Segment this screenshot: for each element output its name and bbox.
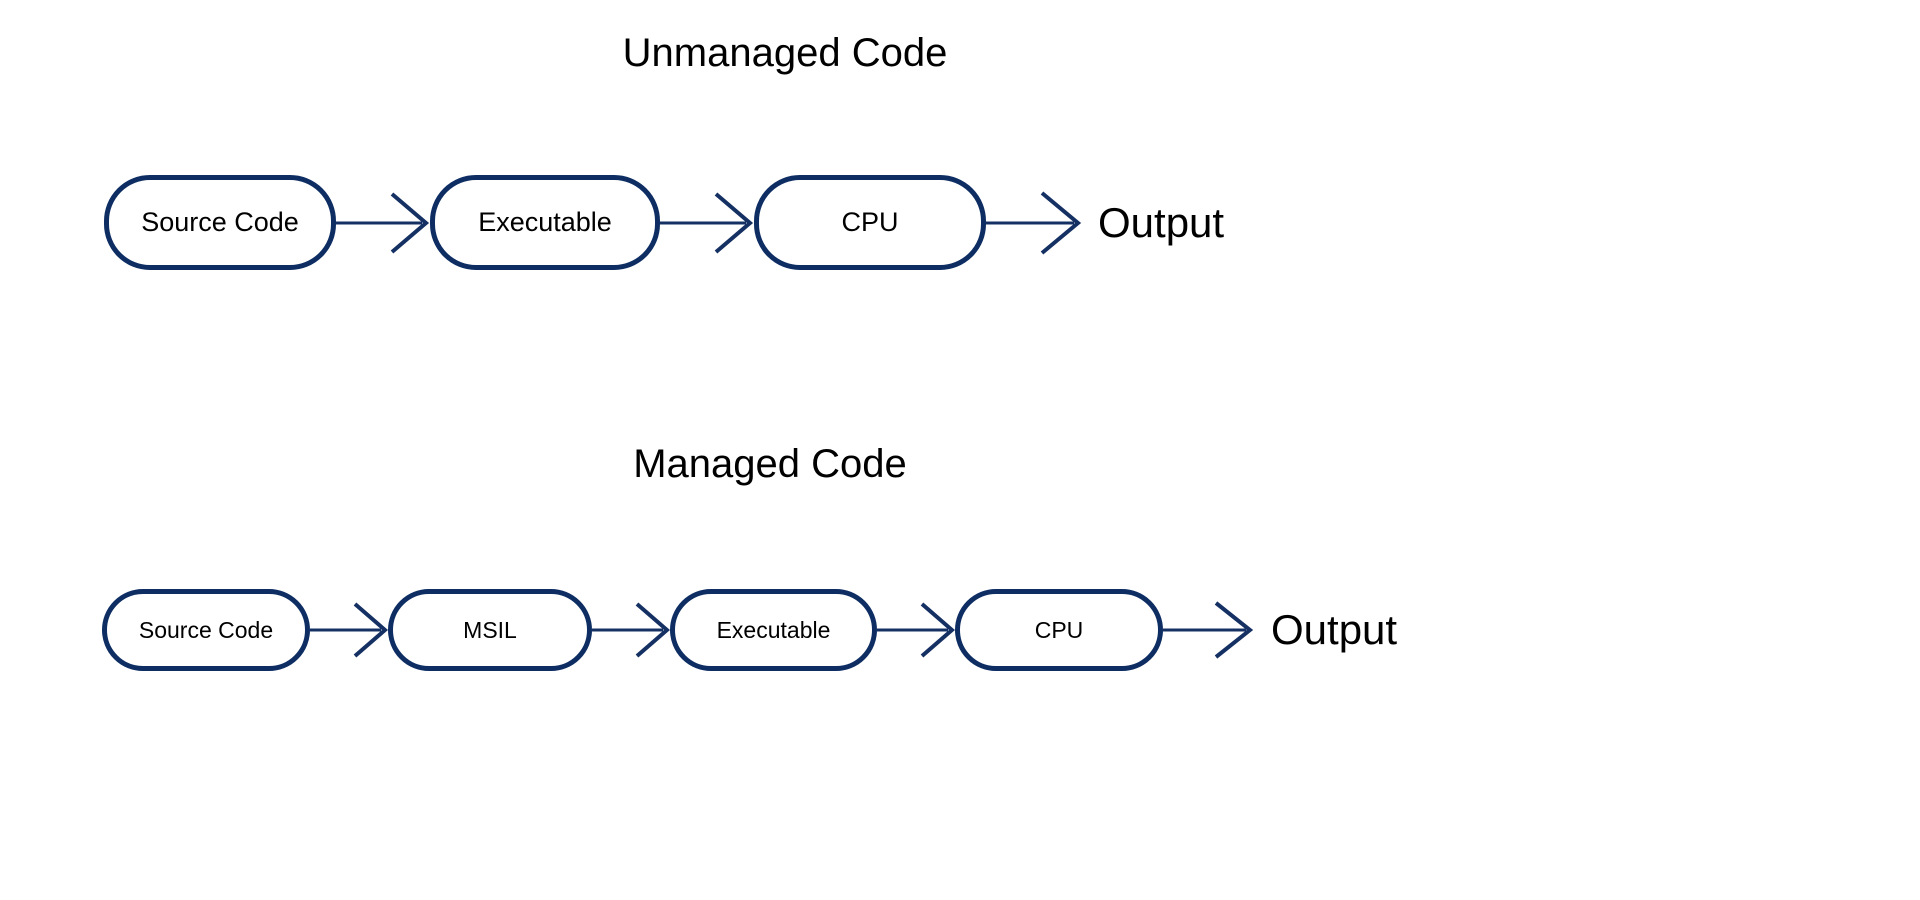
section-title-managed: Managed Code bbox=[633, 442, 907, 486]
flow-row-managed: Source Code MSIL Executable bbox=[102, 585, 1397, 675]
node-executable[interactable]: Executable bbox=[430, 175, 660, 270]
node-label: Source Code bbox=[141, 207, 299, 237]
node-source-code[interactable]: Source Code bbox=[102, 589, 310, 671]
node-label: Executable bbox=[478, 207, 612, 237]
arrow-connector bbox=[592, 599, 670, 661]
node-msil[interactable]: MSIL bbox=[388, 589, 592, 671]
output-label: Output bbox=[1098, 198, 1225, 246]
node-executable[interactable]: Executable bbox=[670, 589, 877, 671]
output-label: Output bbox=[1271, 606, 1398, 653]
section-title-unmanaged: Unmanaged Code bbox=[622, 31, 948, 75]
arrow-connector bbox=[310, 599, 388, 661]
node-label: Source Code bbox=[138, 616, 274, 643]
node-cpu[interactable]: CPU bbox=[754, 175, 986, 270]
node-label: CPU bbox=[1034, 616, 1084, 643]
node-label: CPU bbox=[841, 207, 899, 237]
flow-row-unmanaged: Source Code Executable CPU bbox=[104, 170, 1224, 275]
arrow-connector bbox=[877, 599, 955, 661]
node-label: MSIL bbox=[463, 616, 517, 643]
node-cpu[interactable]: CPU bbox=[955, 589, 1163, 671]
node-label: Executable bbox=[716, 616, 831, 643]
arrow-connector-output bbox=[986, 188, 1082, 258]
arrow-connector bbox=[660, 188, 754, 258]
node-source-code[interactable]: Source Code bbox=[104, 175, 336, 270]
arrow-connector-output bbox=[1163, 598, 1253, 662]
arrow-connector bbox=[336, 188, 430, 258]
